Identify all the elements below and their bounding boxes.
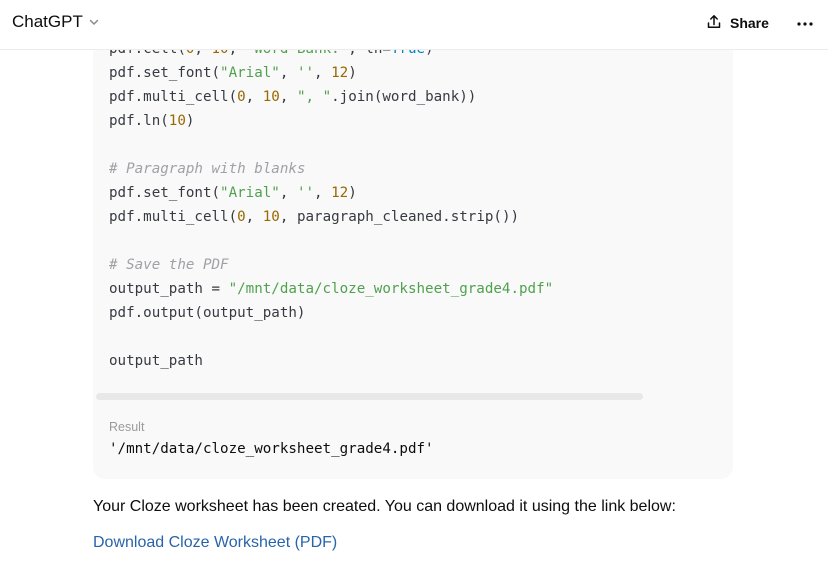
code-token: pdf.multi_cell( (109, 89, 238, 105)
code-token: # Paragraph with blanks (109, 161, 306, 177)
code-line: pdf.set_font("Arial", '', 12) (109, 61, 553, 85)
top-bar: ChatGPT Share (0, 0, 828, 50)
code-line: output_path (109, 349, 553, 373)
code-token: 0 (237, 89, 246, 105)
more-options-icon (796, 14, 814, 32)
code-token: 12 (331, 185, 349, 201)
code-line (109, 133, 553, 157)
code-token: '' (296, 65, 315, 81)
code-token: 10 (262, 209, 280, 225)
result-label: Result (109, 420, 145, 434)
code-token: , (279, 89, 297, 105)
code-line: # Paragraph with blanks (109, 157, 553, 181)
more-options-button[interactable] (794, 13, 816, 33)
code-token: # Save the PDF (109, 257, 229, 273)
model-switcher[interactable]: ChatGPT (12, 11, 100, 33)
code-token: ) (348, 185, 357, 201)
code-content: pdf.cell(0, 10, "Word Bank:", ln=True)pd… (109, 37, 553, 373)
code-token: , (245, 89, 263, 105)
model-name: ChatGPT (12, 12, 83, 31)
code-token: 10 (262, 89, 280, 105)
horizontal-scrollbar[interactable] (96, 393, 643, 400)
code-token: pdf.set_font( (109, 185, 221, 201)
share-label: Share (730, 15, 769, 31)
code-token: pdf.ln( (109, 113, 169, 129)
code-token: , (245, 209, 263, 225)
code-line (109, 229, 553, 253)
code-line: pdf.output(output_path) (109, 301, 553, 325)
code-line: # Save the PDF (109, 253, 553, 277)
code-token: .join(word_bank)) (331, 89, 477, 105)
code-line: pdf.ln(10) (109, 109, 553, 133)
code-token: ", " (296, 89, 332, 105)
code-line (109, 325, 553, 349)
code-token: 0 (237, 209, 246, 225)
code-token: , paragraph_cleaned.strip()) (279, 209, 520, 225)
code-line: pdf.set_font("Arial", '', 12) (109, 181, 553, 205)
code-line: output_path = "/mnt/data/cloze_worksheet… (109, 277, 553, 301)
code-token: "/mnt/data/cloze_worksheet_grade4.pdf" (228, 281, 554, 297)
code-token: 10 (168, 113, 186, 129)
code-token: pdf.output(output_path) (109, 305, 306, 321)
download-link[interactable]: Download Cloze Worksheet (PDF) (93, 534, 338, 551)
code-line: pdf.multi_cell(0, 10, paragraph_cleaned.… (109, 205, 553, 229)
code-token: pdf.multi_cell( (109, 209, 238, 225)
code-token: , (279, 185, 297, 201)
code-token: output_path (109, 353, 203, 369)
code-token: ) (185, 113, 195, 129)
code-line: pdf.multi_cell(0, 10, ", ".join(word_ban… (109, 85, 553, 109)
result-value: '/mnt/data/cloze_worksheet_grade4.pdf' (109, 441, 434, 457)
code-token: , (314, 65, 332, 81)
code-token: "Arial" (220, 185, 280, 201)
share-button[interactable]: Share (706, 9, 769, 37)
code-token: output_path = (109, 281, 229, 297)
code-token: , (279, 65, 297, 81)
code-token: ) (348, 65, 357, 81)
share-icon (706, 14, 730, 33)
code-token: "Arial" (220, 65, 280, 81)
assistant-message-text: Your Cloze worksheet has been created. Y… (93, 498, 676, 515)
code-token: 12 (331, 65, 349, 81)
code-token: pdf.set_font( (109, 65, 221, 81)
code-token: '' (296, 185, 315, 201)
chevron-down-icon (88, 13, 100, 33)
code-block: pdf.cell(0, 10, "Word Bank:", ln=True)pd… (93, 20, 733, 479)
code-token: , (314, 185, 332, 201)
